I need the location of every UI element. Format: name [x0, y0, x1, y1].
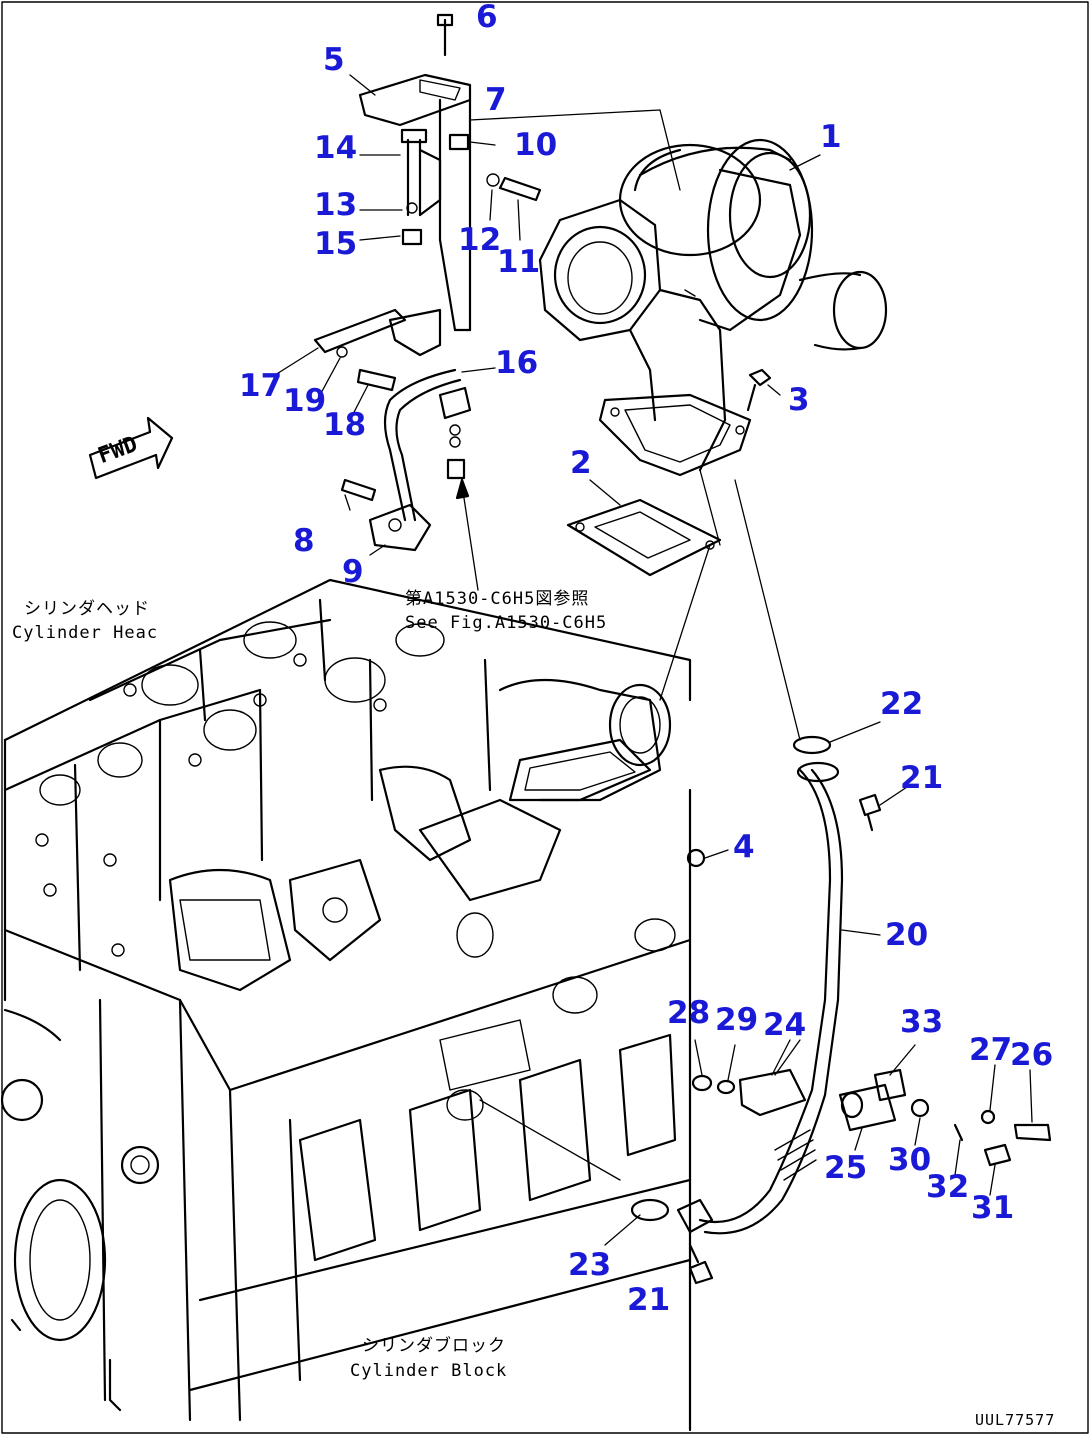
exhaust-manifold: [168, 678, 672, 992]
callout-11: 11: [497, 244, 541, 280]
bolts-21: [688, 793, 882, 1285]
reference-arrow: [455, 478, 479, 591]
callout-3: 3: [788, 382, 810, 418]
callout-23: 23: [568, 1247, 612, 1283]
callout-31: 31: [971, 1190, 1015, 1226]
cylinder-block-label-en: Cylinder Block: [350, 1361, 508, 1381]
cylinder-head-label-jp: シリンダヘッド: [24, 599, 150, 619]
callout-12: 12: [458, 222, 502, 258]
reference-note-en: See Fig.A1530-C6H5: [405, 613, 608, 633]
callout-33: 33: [900, 1004, 944, 1040]
callout-19: 19: [283, 383, 327, 419]
reference-note-jp: 第A1530-C6H5図参照: [405, 589, 590, 609]
callout-26: 26: [1010, 1037, 1054, 1073]
leader-lines: [274, 74, 1033, 1261]
callout-5: 5: [323, 42, 345, 78]
upper-brackets: [358, 13, 542, 332]
callout-30: 30: [888, 1142, 932, 1178]
oil-inlet-tube: [313, 308, 472, 552]
gasket-2: [566, 498, 722, 577]
cylinder-block: [0, 788, 706, 1432]
callout-24: 24: [763, 1007, 807, 1043]
callout-28: 28: [667, 995, 711, 1031]
callout-21-upper: 21: [900, 760, 944, 796]
oil-drain-tube: [630, 735, 844, 1235]
callout-16: 16: [495, 345, 539, 381]
callout-21-lower: 21: [627, 1282, 671, 1318]
callout-29: 29: [715, 1002, 759, 1038]
turbocharger: [538, 138, 888, 477]
callout-18: 18: [323, 407, 367, 443]
callout-17: 17: [239, 368, 283, 404]
callout-6: 6: [476, 0, 498, 35]
callout-10: 10: [514, 127, 558, 163]
callout-14: 14: [314, 130, 358, 166]
callout-13: 13: [314, 187, 358, 223]
clamp-parts: [691, 1068, 1052, 1167]
stud-3: [746, 368, 772, 412]
cylinder-head: [3, 578, 692, 1002]
callout-27: 27: [969, 1032, 1013, 1068]
callout-4: 4: [733, 829, 755, 865]
callout-8: 8: [293, 523, 315, 559]
callout-25: 25: [824, 1150, 868, 1186]
callout-7: 7: [485, 82, 507, 118]
callout-2: 2: [570, 445, 592, 481]
callout-1: 1: [820, 119, 842, 155]
drawing-number: UUL77577: [975, 1411, 1056, 1429]
callout-32: 32: [926, 1169, 970, 1205]
fwd-arrow: [88, 416, 174, 480]
callout-20: 20: [885, 917, 929, 953]
cylinder-head-label-en: Cylinder Heac: [12, 623, 159, 643]
callout-22: 22: [880, 686, 924, 722]
callout-9: 9: [342, 554, 364, 590]
cylinder-block-label-jp: シリンダブロック: [362, 1336, 506, 1356]
callout-15: 15: [314, 226, 358, 262]
